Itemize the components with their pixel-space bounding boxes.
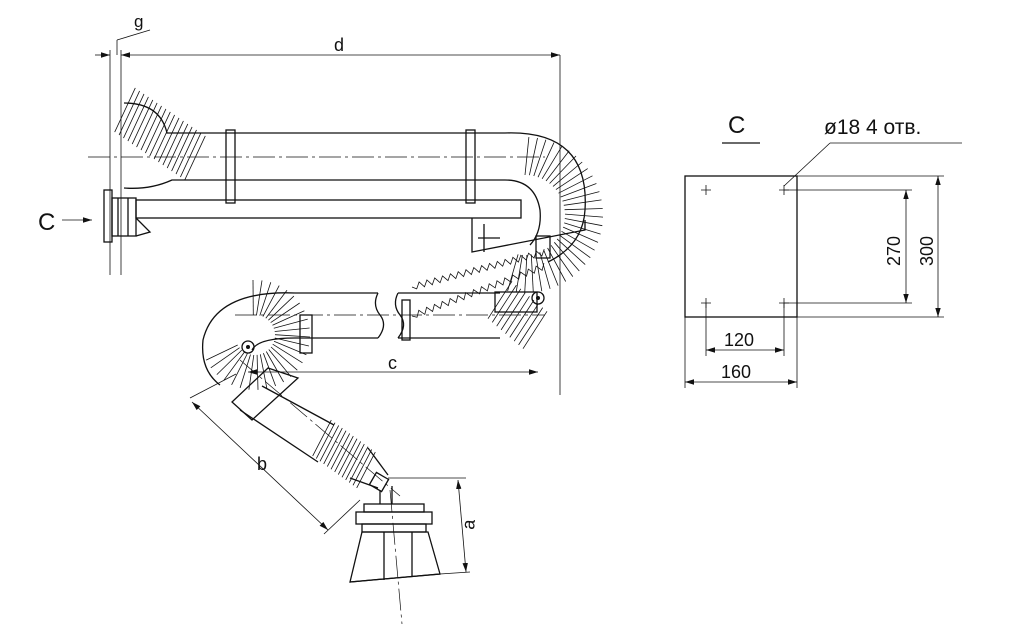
dimension-a: a [388,477,479,575]
dimension-c: c [248,353,538,375]
label-g: g [134,12,143,31]
dimension-160: 160 [684,317,798,388]
view-c: C ø18 4 отв. 270 300 [684,112,962,388]
label-b: b [257,454,267,474]
upper-pipe [195,129,505,204]
label-view-arrow: C [38,209,55,236]
label-160: 160 [721,362,751,382]
label-c: c [388,353,397,373]
beam-gusset [135,217,152,237]
wall-plate [103,189,113,243]
label-d: d [334,35,344,55]
lower-left-flex-elbow [201,292,296,386]
wall-bracket [111,197,137,237]
dimension-300: 300 [797,175,944,318]
holes-leader [783,142,831,187]
mounting-holes [701,185,789,308]
dimension-120: 120 [705,303,785,356]
hinge-bracket [471,218,586,253]
base-plate [684,175,798,318]
label-120: 120 [724,330,754,350]
diagonal-arm [231,359,401,497]
view-c-title: C [728,112,745,139]
lower-right-hinge [494,235,551,313]
dimension-270: 270 [784,189,912,304]
dimension-d: d [121,35,560,58]
bellows-hatching [114,87,604,489]
dimension-b: b [189,373,361,535]
view-c-arrow: C [38,209,92,236]
label-270: 270 [884,236,904,266]
upper-left-flex-elbow [123,102,195,189]
label-300: 300 [917,236,937,266]
side-view: g d C [38,12,604,624]
dimension-g: g [95,12,151,58]
label-a: a [458,518,479,531]
lower-pipe [235,292,545,354]
extraction-hood [349,486,441,624]
holes-note: ø18 4 отв. [824,116,921,139]
balance-spring [411,248,545,318]
support-beam [135,199,522,219]
